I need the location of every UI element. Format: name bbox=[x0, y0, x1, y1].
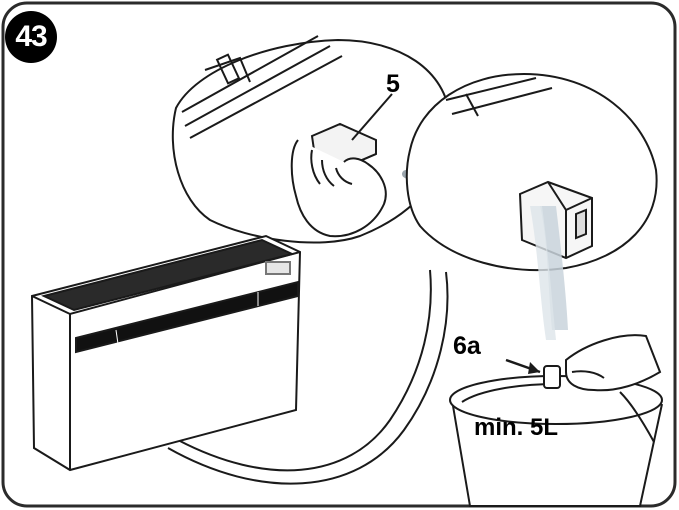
hose-inner bbox=[177, 269, 432, 472]
water-stream bbox=[540, 206, 568, 330]
callout-5-leader bbox=[351, 93, 393, 141]
callout-filter-part: 5 bbox=[386, 70, 400, 98]
hose-outer bbox=[167, 271, 449, 485]
drain-plug-hand bbox=[543, 334, 662, 443]
drain-plug-arrowhead bbox=[528, 362, 540, 374]
water-stream-2 bbox=[530, 206, 556, 340]
step-badge-icon bbox=[5, 11, 57, 63]
callout-container-volume: min. 5L bbox=[474, 414, 559, 441]
callout-drain-plug: 6a bbox=[453, 332, 481, 360]
step-number: 43 bbox=[15, 20, 47, 53]
air-conditioner-unit bbox=[30, 234, 302, 472]
zoom-bubble-filter-removal bbox=[171, 35, 452, 244]
